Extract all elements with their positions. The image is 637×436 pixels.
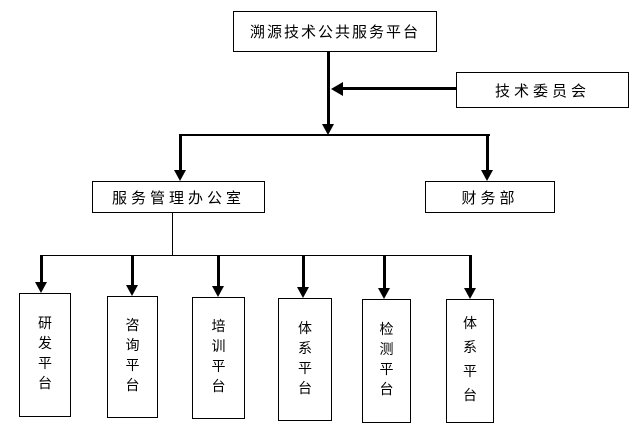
node-platform-training-label: 培训平台: [211, 320, 226, 395]
node-service-office-label: 服务管理办公室: [111, 190, 245, 207]
arrowhead-platform1: [35, 282, 47, 293]
node-finance-dept: 财务部: [425, 181, 555, 213]
node-tech-committee: 技术委员会: [456, 72, 629, 108]
connector-platform6-shaft: [469, 255, 472, 290]
connector-mid-horizontal: [179, 134, 490, 136]
connector-committee-shaft: [342, 87, 456, 90]
arrowhead-root-down: [322, 124, 334, 135]
node-root: 溯源技术公共服务平台: [233, 11, 437, 52]
connector-root-down-shaft: [327, 52, 330, 126]
arrowhead-committee-left: [331, 82, 343, 96]
connector-low-horizontal: [40, 255, 470, 256]
node-service-office: 服务管理办公室: [92, 181, 265, 213]
arrowhead-platform6: [464, 288, 476, 299]
node-platform-system2: 体系平台: [446, 299, 494, 423]
arrowhead-platform2: [126, 285, 138, 296]
connector-platform1-shaft: [40, 255, 43, 284]
arrowhead-platform3: [212, 286, 224, 297]
arrowhead-platform4: [297, 287, 309, 298]
arrowhead-finance-down: [481, 170, 493, 181]
node-platform-testing: 检测平台: [362, 299, 411, 423]
node-platform-consulting-label: 咨询平台: [125, 319, 140, 394]
connector-platform4-shaft: [302, 255, 305, 289]
node-platform-rd-label: 研发平台: [38, 317, 52, 392]
node-finance-dept-label: 财务部: [461, 190, 519, 207]
node-platform-system: 体系平台: [278, 298, 332, 421]
node-platform-system2-label: 体系平台: [463, 317, 477, 404]
arrowhead-platform5: [378, 288, 390, 299]
node-platform-testing-label: 检测平台: [379, 323, 394, 398]
node-root-label: 溯源技术公共服务平台: [249, 25, 420, 41]
connector-office-stem: [172, 213, 173, 256]
node-platform-training: 培训平台: [192, 297, 245, 419]
node-platform-consulting: 咨询平台: [107, 296, 158, 418]
connector-platform5-shaft: [383, 255, 386, 290]
node-platform-rd: 研发平台: [19, 293, 71, 417]
arrowhead-office-down: [174, 170, 186, 181]
connector-platform2-shaft: [131, 255, 134, 287]
connector-finance-shaft: [486, 134, 489, 172]
node-tech-committee-label: 技术委员会: [494, 83, 590, 100]
connector-platform3-shaft: [217, 255, 220, 288]
connector-office-shaft: [179, 134, 182, 172]
node-platform-system-label: 体系平台: [298, 321, 312, 397]
